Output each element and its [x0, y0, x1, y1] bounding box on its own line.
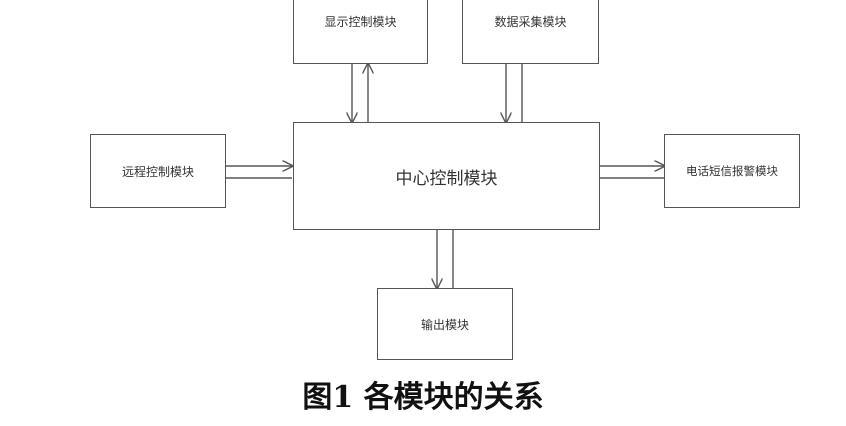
data-collection-module: 数据采集模块 [462, 0, 599, 64]
center-control-module-label: 中心控制模块 [395, 168, 498, 189]
display-control-module-label: 显示控制模块 [324, 15, 397, 29]
output-module: 输出模块 [377, 288, 513, 360]
figure-caption: 图1 各模块的关系 [302, 380, 544, 415]
data-collection-module-label: 数据采集模块 [494, 15, 567, 29]
alarm-module-label: 电话短信报警模块 [686, 164, 778, 178]
output-module-label: 输出模块 [420, 317, 469, 332]
display-control-module: 显示控制模块 [293, 0, 428, 64]
remote-control-module-label: 远程控制模块 [121, 164, 194, 179]
alarm-module: 电话短信报警模块 [664, 134, 800, 208]
remote-control-module: 远程控制模块 [90, 134, 226, 208]
center-control-module: 中心控制模块 [293, 122, 600, 230]
